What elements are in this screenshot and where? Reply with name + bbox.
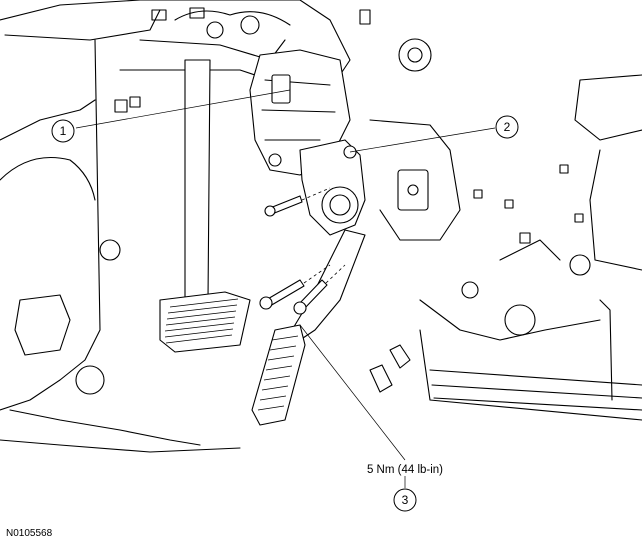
callout-3-label: 3	[402, 493, 409, 507]
figure-id: N0105568	[6, 528, 53, 539]
right-side-structure	[359, 9, 642, 421]
callout-3: 3	[393, 488, 417, 512]
callout-2: 2	[495, 115, 519, 139]
brake-pedal	[159, 59, 251, 353]
pedal-bracket	[249, 49, 351, 176]
callout-2-label: 2	[504, 120, 511, 134]
leader-lines	[75, 89, 496, 488]
accelerator-pedal-assembly	[251, 139, 366, 426]
mounting-bolts	[259, 187, 346, 315]
callout-1-label: 1	[60, 124, 67, 138]
callout-1: 1	[51, 119, 75, 143]
torque-spec: 5 Nm (44 lb-in)	[367, 464, 443, 476]
